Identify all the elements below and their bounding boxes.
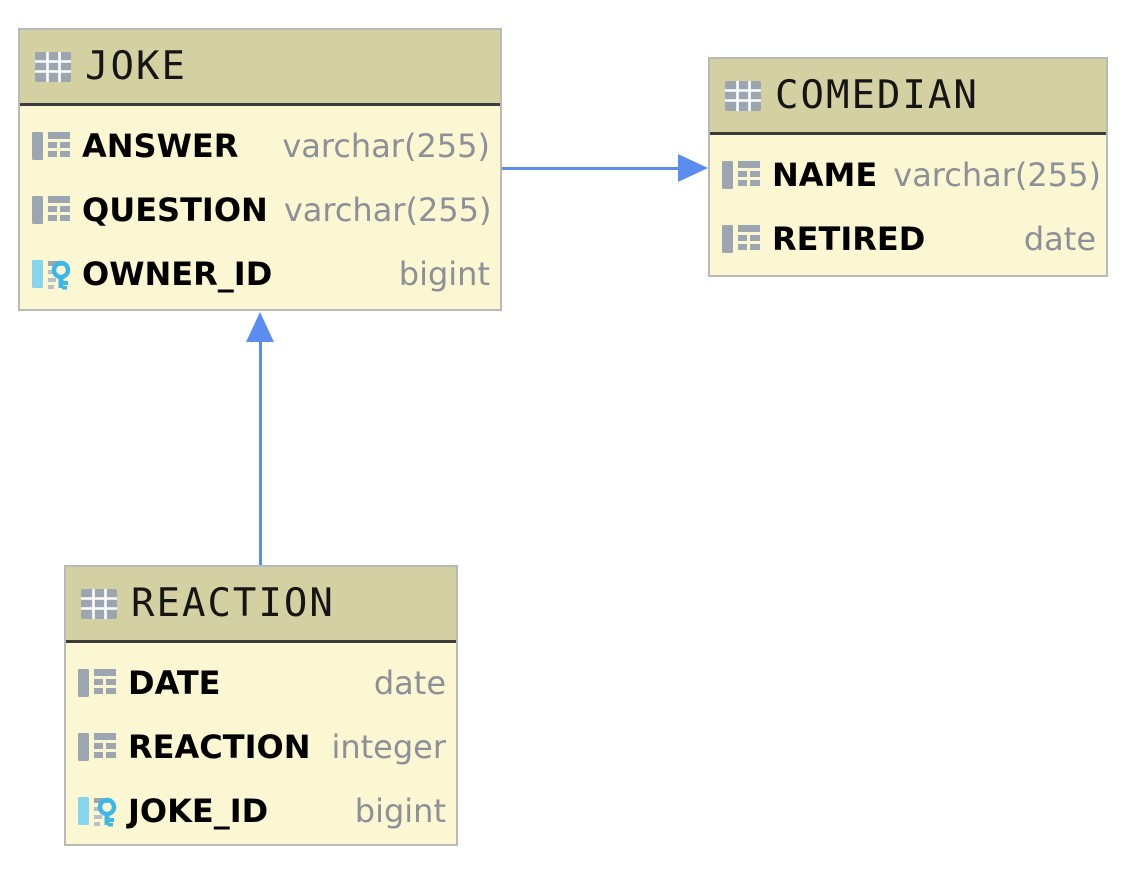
- foreign-key-column-icon: [78, 794, 118, 828]
- column-row-date[interactable]: DATE date: [66, 651, 456, 715]
- column-row-owner-id[interactable]: OWNER_ID bigint: [20, 242, 500, 306]
- table-header-joke[interactable]: JOKE: [20, 30, 500, 106]
- arrowhead-up-icon: [246, 312, 274, 342]
- column-icon: [32, 129, 72, 163]
- table-header-reaction[interactable]: REACTION: [66, 567, 456, 643]
- column-name: RETIRED: [772, 220, 926, 258]
- column-name: DATE: [128, 664, 221, 702]
- column-name: NAME: [772, 156, 878, 194]
- column-type: varchar(255): [282, 127, 490, 165]
- column-row-retired[interactable]: RETIRED date: [710, 207, 1106, 271]
- column-row-reaction[interactable]: REACTION integer: [66, 715, 456, 779]
- table-columns: DATE date REACTION integer: [66, 643, 456, 847]
- entity-table-reaction[interactable]: REACTION DATE date: [64, 565, 458, 846]
- column-type: integer: [331, 728, 446, 766]
- column-icon: [32, 193, 72, 227]
- column-type: date: [373, 664, 446, 702]
- column-type: date: [1023, 220, 1096, 258]
- table-columns: NAME varchar(255) RETIRED date: [710, 135, 1106, 275]
- entity-table-joke[interactable]: JOKE ANSWER varchar(255): [18, 28, 502, 311]
- column-name: OWNER_ID: [82, 255, 273, 293]
- column-row-answer[interactable]: ANSWER varchar(255): [20, 114, 500, 178]
- table-icon: [80, 588, 118, 620]
- relation-arrow-reaction-to-joke[interactable]: [246, 312, 274, 566]
- relation-arrow-joke-to-comedian[interactable]: [502, 154, 708, 182]
- column-icon: [78, 730, 118, 764]
- table-name: COMEDIAN: [775, 73, 979, 118]
- arrowhead-right-icon: [678, 154, 708, 182]
- column-type: bigint: [354, 792, 446, 830]
- column-name: QUESTION: [82, 191, 268, 229]
- table-icon: [34, 51, 72, 83]
- entity-table-comedian[interactable]: COMEDIAN NAME varchar(255): [708, 57, 1108, 277]
- table-header-comedian[interactable]: COMEDIAN: [710, 59, 1106, 135]
- foreign-key-column-icon: [32, 257, 72, 291]
- column-icon: [722, 158, 762, 192]
- column-type: varchar(255): [893, 156, 1101, 194]
- column-name: JOKE_ID: [128, 792, 269, 830]
- column-row-joke-id[interactable]: JOKE_ID bigint: [66, 779, 456, 843]
- column-row-name[interactable]: NAME varchar(255): [710, 143, 1106, 207]
- table-name: REACTION: [131, 581, 335, 626]
- table-name: JOKE: [85, 44, 187, 89]
- table-icon: [724, 80, 762, 112]
- relation-line: [502, 166, 681, 170]
- column-name: ANSWER: [82, 127, 239, 165]
- column-type: varchar(255): [283, 191, 492, 229]
- column-name: REACTION: [128, 728, 311, 766]
- column-type: bigint: [398, 255, 490, 293]
- table-columns: ANSWER varchar(255) QUESTION varchar(255…: [20, 106, 500, 310]
- relation-line: [258, 339, 262, 566]
- column-icon: [722, 222, 762, 256]
- column-row-question[interactable]: QUESTION varchar(255): [20, 178, 500, 242]
- column-icon: [78, 666, 118, 700]
